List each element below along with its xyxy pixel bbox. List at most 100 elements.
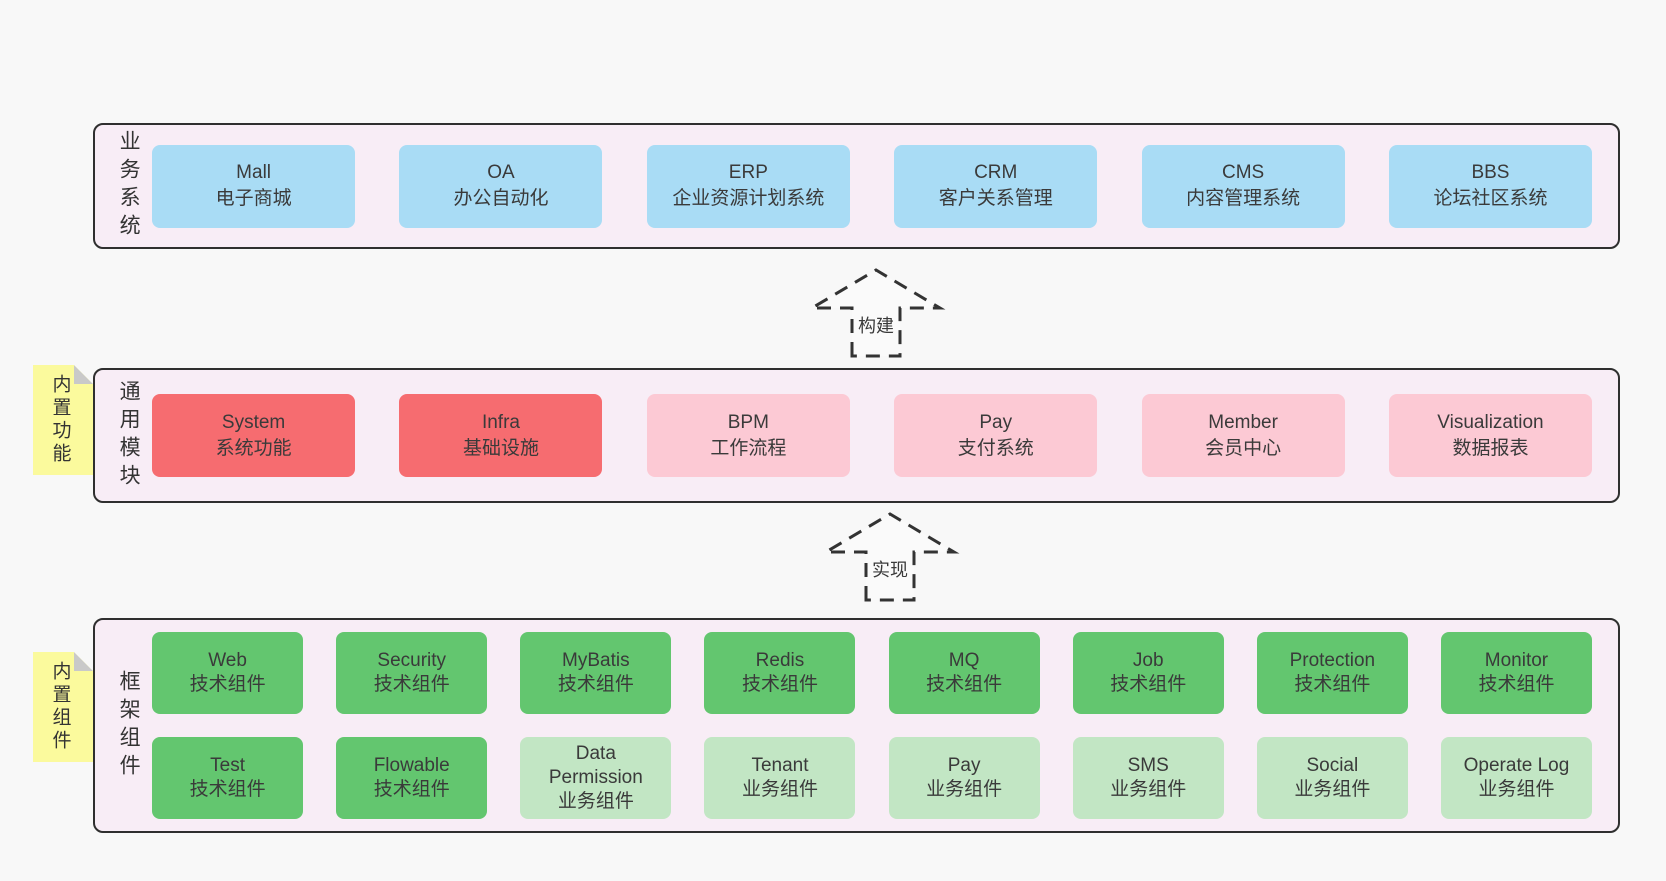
box-subtitle: 会员中心 bbox=[1205, 437, 1282, 459]
box-title: Social bbox=[1306, 755, 1359, 776]
box-title: OA bbox=[487, 162, 515, 183]
business-systems-panel: 业务系统 Mall 电子商城 OA 办公自动化 ERP 企业资源计划系统 CRM… bbox=[93, 123, 1620, 249]
box-title: Test bbox=[210, 755, 246, 776]
box-subtitle: 技术组件 bbox=[373, 779, 450, 800]
box-subtitle: 技术组件 bbox=[557, 674, 634, 695]
build-arrow-label: 构建 bbox=[856, 312, 896, 338]
box-title: BBS bbox=[1471, 162, 1510, 183]
box-subtitle: 业务组件 bbox=[741, 779, 818, 800]
box-subtitle: 业务组件 bbox=[1478, 779, 1555, 800]
sticky-note-label: 内置组件 bbox=[49, 661, 71, 753]
framework-boxes-grid: Web 技术组件 Security 技术组件 MyBatis 技术组件 Redi… bbox=[152, 632, 1592, 819]
box-title: Security bbox=[377, 650, 447, 671]
box-system: System 系统功能 bbox=[152, 394, 356, 477]
box-flowable: Flowable 技术组件 bbox=[336, 737, 488, 819]
box-subtitle: 技术组件 bbox=[1294, 674, 1371, 695]
box-subtitle: 支付系统 bbox=[957, 437, 1034, 459]
box-subtitle: 工作流程 bbox=[710, 437, 787, 459]
panel-side-label: 通用模块 bbox=[117, 379, 141, 492]
box-subtitle: 论坛社区系统 bbox=[1433, 188, 1548, 209]
module-boxes-row: System 系统功能 Infra 基础设施 BPM 工作流程 Pay 支付系统… bbox=[152, 394, 1592, 477]
box-crm: CRM 客户关系管理 bbox=[894, 144, 1098, 228]
box-test: Test 技术组件 bbox=[152, 737, 304, 819]
box-title: Tenant bbox=[751, 755, 809, 776]
box-subtitle: 技术组件 bbox=[926, 674, 1003, 695]
panel-side-label: 业务系统 bbox=[117, 130, 141, 242]
box-erp: ERP 企业资源计划系统 bbox=[646, 144, 850, 228]
box-title: Data Permission bbox=[548, 743, 643, 788]
box-subtitle: 电子商城 bbox=[215, 188, 292, 209]
box-mq: MQ 技术组件 bbox=[888, 632, 1040, 714]
box-subtitle: 技术组件 bbox=[1478, 674, 1555, 695]
box-title: System bbox=[221, 411, 286, 433]
box-web: Web 技术组件 bbox=[152, 632, 304, 714]
box-sms: SMS 业务组件 bbox=[1072, 737, 1224, 819]
box-subtitle: 数据报表 bbox=[1452, 437, 1529, 459]
box-title: Operate Log bbox=[1463, 755, 1570, 776]
box-subtitle: 业务组件 bbox=[557, 791, 634, 812]
implement-arrow: 实现 bbox=[820, 510, 960, 604]
box-tenant: Tenant 业务组件 bbox=[704, 737, 856, 819]
box-visualization: Visualization 数据报表 bbox=[1388, 394, 1592, 477]
box-subtitle: 业务组件 bbox=[1110, 779, 1187, 800]
box-oa: OA 办公自动化 bbox=[399, 144, 603, 228]
box-title: MyBatis bbox=[562, 650, 630, 671]
box-title: Pay bbox=[979, 411, 1013, 433]
box-title: MQ bbox=[948, 650, 980, 671]
box-subtitle: 业务组件 bbox=[926, 779, 1003, 800]
box-subtitle: 技术组件 bbox=[189, 779, 266, 800]
box-title: ERP bbox=[728, 162, 768, 183]
sticky-note-built-in-features: 内置功能 bbox=[33, 365, 93, 475]
box-subtitle: 客户关系管理 bbox=[938, 188, 1053, 209]
build-arrow: 构建 bbox=[806, 266, 946, 360]
box-title: CRM bbox=[974, 162, 1018, 183]
box-bbs: BBS 论坛社区系统 bbox=[1388, 144, 1592, 228]
sticky-note-label: 内置功能 bbox=[49, 374, 71, 466]
box-operate-log: Operate Log 业务组件 bbox=[1440, 737, 1592, 819]
box-member: Member 会员中心 bbox=[1141, 394, 1345, 477]
framework-row-1: Web 技术组件 Security 技术组件 MyBatis 技术组件 Redi… bbox=[152, 632, 1592, 714]
box-subtitle: 技术组件 bbox=[373, 674, 450, 695]
box-bpm: BPM 工作流程 bbox=[646, 394, 850, 477]
box-job: Job 技术组件 bbox=[1072, 632, 1224, 714]
box-infra: Infra 基础设施 bbox=[399, 394, 603, 477]
box-subtitle: 业务组件 bbox=[1294, 779, 1371, 800]
box-mall: Mall 电子商城 bbox=[152, 144, 356, 228]
box-subtitle: 办公自动化 bbox=[453, 188, 549, 209]
box-subtitle: 技术组件 bbox=[741, 674, 818, 695]
box-title: BPM bbox=[727, 411, 769, 433]
box-title: Job bbox=[1132, 650, 1164, 671]
box-subtitle: 技术组件 bbox=[1110, 674, 1187, 695]
box-title: Protection bbox=[1289, 650, 1376, 671]
box-protection: Protection 技术组件 bbox=[1256, 632, 1408, 714]
box-subtitle: 系统功能 bbox=[215, 437, 292, 459]
framework-row-2: Test 技术组件 Flowable 技术组件 Data Permission … bbox=[152, 737, 1592, 819]
box-title: Web bbox=[208, 650, 247, 671]
box-monitor: Monitor 技术组件 bbox=[1440, 632, 1592, 714]
implement-arrow-label: 实现 bbox=[870, 556, 910, 582]
sticky-note-built-in-components: 内置组件 bbox=[33, 652, 93, 762]
box-social: Social 业务组件 bbox=[1256, 737, 1408, 819]
box-title: Redis bbox=[755, 650, 805, 671]
box-subtitle: 技术组件 bbox=[189, 674, 266, 695]
box-title: Pay bbox=[947, 755, 981, 776]
box-title: Mall bbox=[236, 162, 272, 183]
box-title: Visualization bbox=[1437, 411, 1544, 433]
box-redis: Redis 技术组件 bbox=[704, 632, 856, 714]
common-modules-panel: 通用模块 System 系统功能 Infra 基础设施 BPM 工作流程 Pay… bbox=[93, 368, 1620, 503]
box-security: Security 技术组件 bbox=[336, 632, 488, 714]
box-data-permission: Data Permission 业务组件 bbox=[520, 737, 672, 819]
box-cms: CMS 内容管理系统 bbox=[1141, 144, 1345, 228]
box-title: Member bbox=[1208, 411, 1278, 433]
business-boxes-row: Mall 电子商城 OA 办公自动化 ERP 企业资源计划系统 CRM 客户关系… bbox=[152, 144, 1592, 228]
box-title: CMS bbox=[1221, 162, 1265, 183]
box-title: Infra bbox=[481, 411, 520, 433]
box-title: Flowable bbox=[373, 755, 450, 776]
box-subtitle: 基础设施 bbox=[462, 437, 539, 459]
box-subtitle: 内容管理系统 bbox=[1186, 188, 1301, 209]
box-pay: Pay 支付系统 bbox=[894, 394, 1098, 477]
box-title: Monitor bbox=[1484, 650, 1549, 671]
box-subtitle: 企业资源计划系统 bbox=[672, 188, 825, 209]
box-mybatis: MyBatis 技术组件 bbox=[520, 632, 672, 714]
box-pay-business: Pay 业务组件 bbox=[888, 737, 1040, 819]
